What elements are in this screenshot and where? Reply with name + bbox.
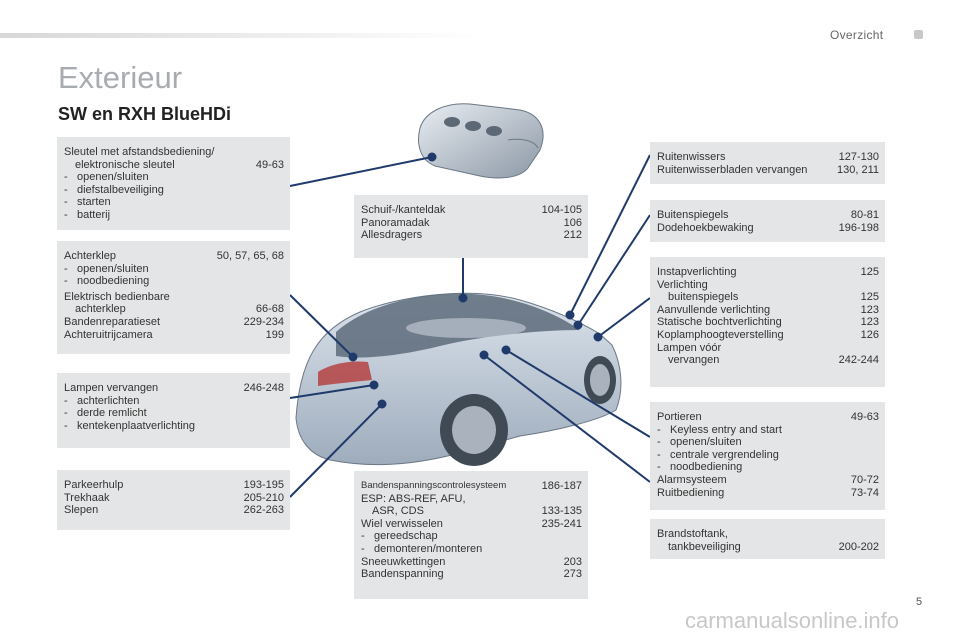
fuel-line-1: Brandstoftank, <box>657 528 728 540</box>
tailgate-sub-1: -openen/sluiten <box>64 262 149 275</box>
doors-sub-4: -noodbediening <box>657 461 743 474</box>
key-sub-1: -openen/sluiten <box>64 171 149 184</box>
key-sub-2: -diefstalbeveiliging <box>64 183 164 196</box>
key-box: Sleutel met afstandsbediening/ elektroni… <box>57 137 290 230</box>
sub-title: SW en RXH BlueHDi <box>58 104 232 124</box>
tyres-line-2: ESP: ABS-REF, AFU, <box>361 492 466 505</box>
key-fob-image <box>418 103 544 179</box>
watermark: carmanualsonline.info <box>685 608 900 633</box>
tyres-sub-2: -demonteren/monteren <box>361 542 483 555</box>
doors-sub-1: -Keyless entry and start <box>657 423 782 436</box>
lighting-line-7: Lampen vóór <box>657 341 722 354</box>
section-label: Overzicht <box>830 28 884 42</box>
car-image <box>295 292 622 466</box>
doors-sub-2: -openen/sluiten <box>657 436 742 449</box>
tailgate-line-2: Elektrisch bedienbare <box>64 290 170 303</box>
corner-mark <box>914 30 923 39</box>
lamps-sub-3: -kentekenplaatverlichting <box>64 419 196 432</box>
page-title: Exterieur <box>58 60 183 95</box>
lighting-line-2: Verlichting <box>657 278 708 291</box>
key-line-1: Sleutel met afstandsbediening/ <box>64 146 215 158</box>
header-bar <box>0 33 480 38</box>
lamps-sub-2: -derde remlicht <box>64 407 147 420</box>
key-sub-3: -starten <box>64 196 111 209</box>
page-number: 5 <box>916 596 923 608</box>
key-sub-4: -batterij <box>64 208 111 221</box>
doors-sub-3: -centrale vergrendeling <box>657 448 779 461</box>
tyres-sub-1: -gereedschap <box>361 530 438 543</box>
lamps-sub-1: -achterlichten <box>64 394 140 407</box>
tailgate-sub-2: -noodbediening <box>64 275 150 288</box>
